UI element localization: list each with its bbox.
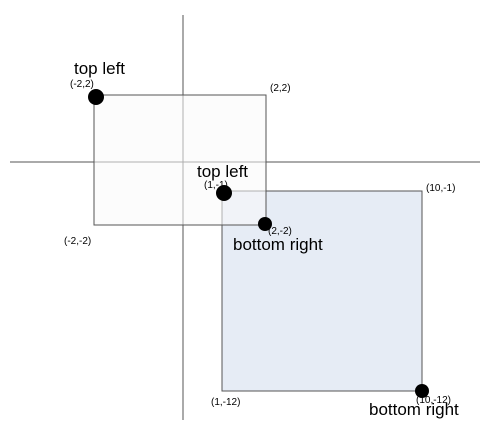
rect-a-bottom-right-coord: (2,-2) — [268, 226, 292, 237]
rect-b-top-left-dot — [216, 185, 232, 201]
rect-b-top-left-caption: top left — [197, 162, 249, 181]
rect-a-bottom-right-dot — [258, 217, 272, 231]
rect-b-bottom-right-dot — [415, 384, 429, 398]
rect-b-bottom-right-caption: bottom right — [369, 400, 459, 419]
rect-b-top-left-coord: (1,-1) — [204, 180, 228, 191]
rect-a-bottom-left-coord: (-2,-2) — [64, 236, 92, 247]
rect-b-bottom-left-coord: (1,-12) — [211, 397, 241, 408]
rect-a-top-left-coord: (-2,2) — [70, 79, 94, 90]
rect-b-top-right-coord: (10,-1) — [426, 183, 456, 194]
rect-b-bottom-right-coord: (10,-12) — [416, 395, 452, 406]
rect-a — [93, 94, 267, 226]
rect-a-bottom-right-caption: bottom right — [233, 235, 323, 254]
rect-a-top-right-coord: (2,2) — [270, 83, 291, 94]
rect-a-top-left-caption: top left — [74, 59, 126, 78]
rect-a-top-left-dot — [88, 89, 104, 105]
